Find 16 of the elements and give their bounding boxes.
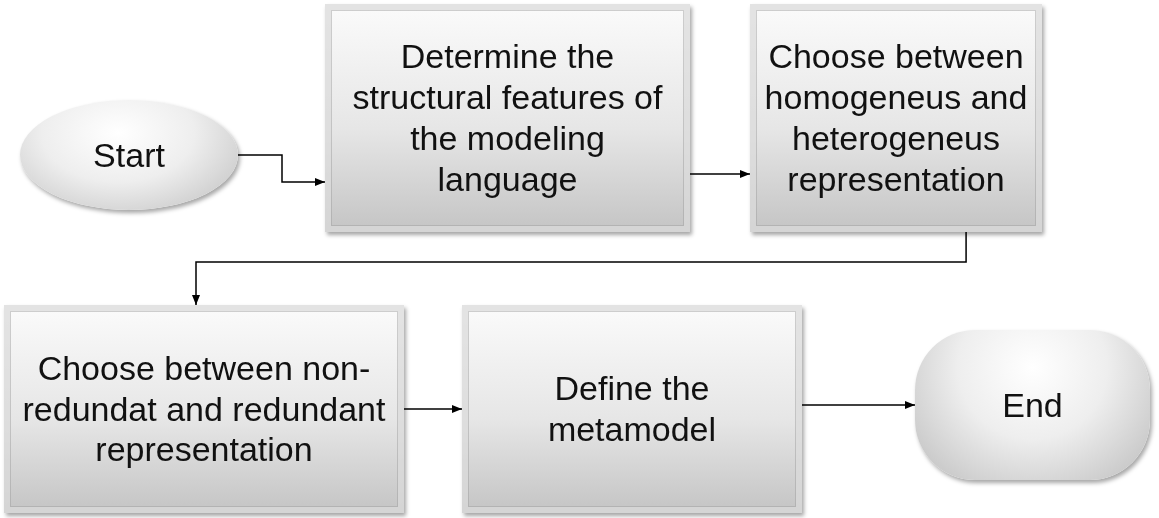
arrow (689, 169, 751, 179)
process-box (4, 305, 404, 513)
process-box (750, 4, 1042, 232)
arrow (801, 400, 916, 410)
arrow (237, 154, 326, 187)
arrow (191, 231, 967, 306)
node-label: Choose between non-redundat and redundant representation (21, 347, 387, 471)
arrow (403, 404, 463, 414)
terminal-shape (915, 330, 1150, 480)
node-label: Start (93, 134, 165, 176)
process-box (325, 4, 690, 232)
node-label: End (1002, 384, 1063, 426)
node-label: Define the metamodel (546, 368, 718, 450)
node-label: Choose between homogeneus and heterogeneus representation (764, 36, 1028, 200)
process-box (462, 305, 802, 513)
node-label: Determine the structural features of the modeling language (351, 36, 664, 200)
